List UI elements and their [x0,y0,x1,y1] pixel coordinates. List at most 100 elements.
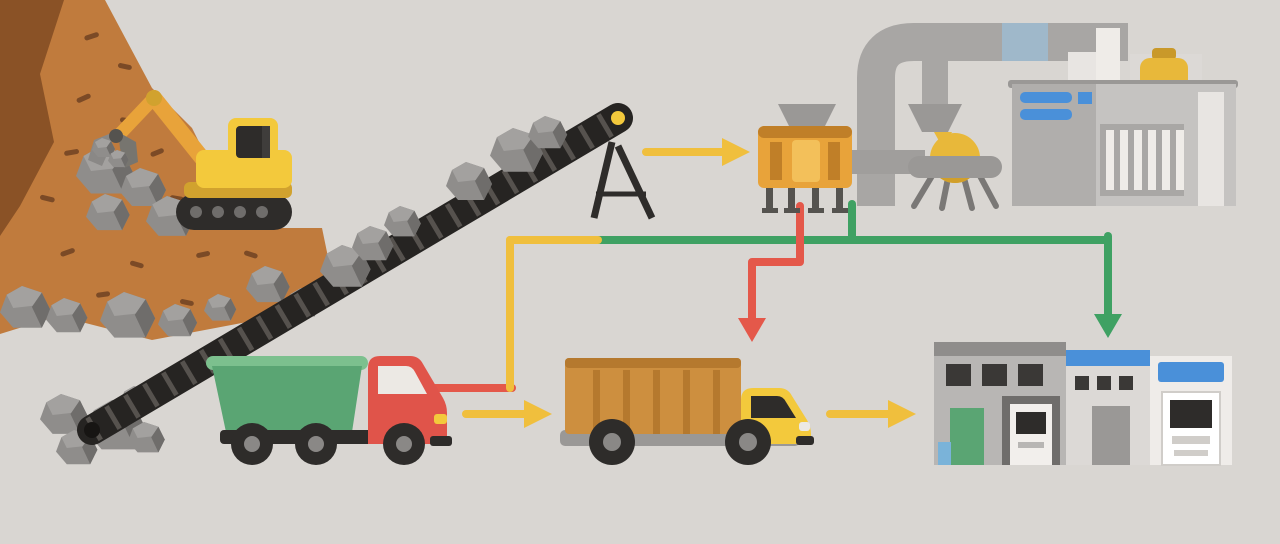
store-window [982,364,1007,386]
cargo-stripe [623,370,630,434]
plant-door-strip [1198,92,1224,206]
vent-stripe [1176,130,1184,190]
store-window [1097,376,1111,390]
store-window [1075,376,1089,390]
conveyor-belt [77,103,656,445]
wheel-hub [739,433,757,451]
furnace-leg [939,175,951,211]
crusher-leg [766,186,773,210]
box-bumper [796,436,814,445]
cargo-stripe [683,370,690,434]
track-wheel [256,206,268,218]
wheel-hub [308,436,324,452]
vent-stripe [1162,130,1170,190]
vent-stripe [1148,130,1156,190]
store-window [1018,364,1043,386]
funnel [908,104,962,132]
chimney [1096,28,1120,86]
plant-left-wing [1012,84,1096,206]
atm-slot [1018,442,1044,448]
main-pipe [857,22,1128,206]
plant-window-blue [1020,109,1072,120]
store-door-green [950,408,984,465]
flow-lines [416,138,1122,428]
store-sign-middle [1066,350,1150,366]
wheel-hub [244,436,260,452]
crusher-funnel [778,104,836,128]
pipe-network [845,22,1128,206]
track-wheel [190,206,202,218]
vending-screen [1170,400,1212,428]
store-side-panel [938,442,951,465]
dump-truck [206,356,452,465]
atm-screen [1016,412,1046,434]
box-cargo-rim [565,358,741,368]
dump-headlight [434,414,447,424]
arrowhead-red [738,318,766,342]
crusher-leg [812,186,819,210]
furnace-cradle [908,156,1002,178]
excavator [88,90,292,230]
store-window [1119,376,1133,390]
pipe-branch [922,60,948,106]
mountain-shadow-face [0,0,64,236]
arrow-crusher-to-box-truck [748,202,804,326]
excavator-claw-joint [109,129,123,143]
furnace-leg [977,173,999,209]
dump-bed [212,366,362,432]
tank-lid [1152,48,1176,60]
track-wheel [212,206,224,218]
crusher-leg [788,186,795,210]
crusher-stripe [770,142,782,180]
crusher-foot [784,208,800,213]
cargo-stripe [593,370,600,434]
crusher-foot [832,208,848,213]
box-cab-window [751,396,796,418]
store-building-middle [1066,350,1150,465]
box-headlight [799,422,810,431]
wheel-hub [603,433,621,451]
excavator-cab-window [236,126,270,158]
conveyor-leg [590,141,616,219]
quarry-mountain [0,0,334,340]
wheel-hub [396,436,412,452]
belt-pulley [611,111,625,125]
arrowhead-green [1094,314,1122,338]
furnace-leg [911,173,935,209]
box-truck [560,358,814,465]
store-window [946,364,971,386]
vent-stripe [1106,130,1114,190]
retail-stores [934,342,1232,466]
store-building-left [934,342,1066,465]
vent-stripe [1134,130,1142,190]
crusher-foot [808,208,824,213]
store-roof-band [934,342,1066,356]
arrowhead-yellow-1 [722,138,750,166]
cargo-stripe [713,370,720,434]
vending-panel [1172,436,1210,444]
crusher-rim [758,126,852,138]
crusher-hopper [758,104,852,213]
furnace [908,133,1002,211]
excavator-window-frame [262,126,270,158]
arrowhead-yellow-3 [888,400,916,428]
crusher-leg [836,186,843,210]
store-door-middle [1092,406,1130,465]
arrowhead-yellow-2 [524,400,552,428]
store-kiosk-right [1150,356,1232,466]
belt-tail-pulley [84,422,100,438]
crusher-foot [762,208,778,213]
dump-bumper [430,436,452,446]
plant-window-small [1078,92,1092,104]
crusher-panel [792,140,820,182]
cargo-stripe [653,370,660,434]
crusher-stripe [828,142,840,180]
excavator-arm [111,91,161,143]
conveyor-leg [614,144,656,220]
store-sign-right [1158,362,1224,382]
excavator-arm-joint [146,90,162,106]
dump-cab-window [378,366,427,394]
plant-window-blue [1020,92,1072,103]
